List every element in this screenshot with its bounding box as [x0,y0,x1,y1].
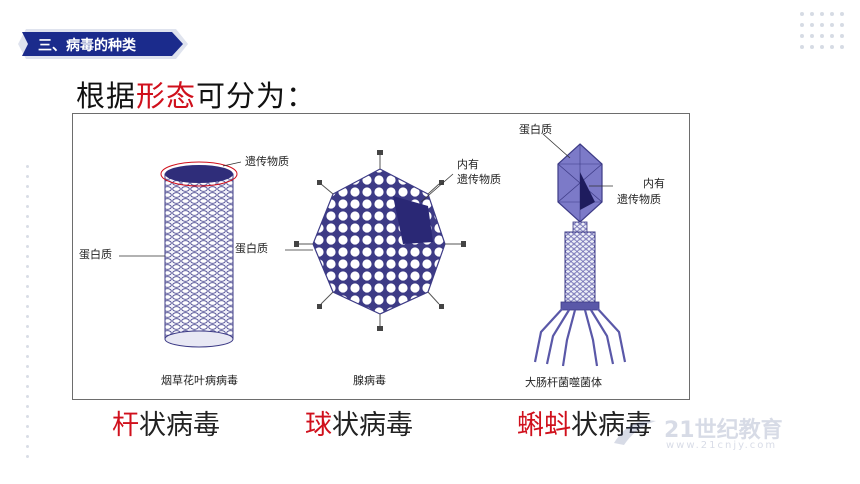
decorative-dot [26,255,29,258]
decorative-dot [800,23,804,27]
decorative-dot [26,305,29,308]
decorative-dot [820,23,824,27]
section-tag-label: 三、病毒的种类 [38,38,136,54]
tobacco-genetic-label: 遗传物质 [245,155,289,168]
adeno-caption: 腺病毒 [353,374,386,387]
decorative-dot [26,355,29,358]
phage-protein-label: 蛋白质 [519,123,552,136]
tobacco-mosaic-virus-drawing [119,161,242,348]
adeno-genetic-label-2: 遗传物质 [457,173,501,186]
decorative-dot [26,415,29,418]
decorative-dot [26,195,29,198]
decorative-dot [820,45,824,49]
decorative-dot [830,34,834,38]
decorative-dot [26,345,29,348]
decorative-dot [26,455,29,458]
phage-genetic-label-1: 内有 [643,177,665,190]
category-tadpole-rest: 状病毒 [571,410,652,441]
decorative-dot [26,315,29,318]
decorative-dot [26,325,29,328]
decorative-dot [26,185,29,188]
decorative-dot [800,12,804,16]
decorative-dot [26,225,29,228]
section-tag: 三、病毒的种类 [18,29,188,59]
decorative-dot [830,45,834,49]
virus-figure: 遗传物质 蛋白质 烟草花叶病病毒 内有 遗传物质 蛋白质 腺病毒 蛋白质 内有 … [72,113,690,400]
decorative-dot [840,12,844,16]
decorative-dot-grid [800,12,850,56]
watermark-text: 21世纪教育 [664,418,783,443]
decorative-dot [840,34,844,38]
decorative-dot [840,23,844,27]
decorative-dot [26,165,29,168]
decorative-dot [26,205,29,208]
page-heading: 根据形态可分为： [76,73,316,115]
decorative-dot [26,265,29,268]
decorative-dot [810,12,814,16]
watermark-logo: 21世纪教育 www.21cnjy.com [610,411,850,455]
category-tadpole-highlight: 蝌蚪 [517,410,571,441]
decorative-dot [26,385,29,388]
category-rod-rest: 状病毒 [139,410,220,441]
decorative-dot [26,435,29,438]
heading-prefix: 根据 [76,79,137,113]
decorative-dot [26,215,29,218]
decorative-dot [26,275,29,278]
category-spherical-highlight: 球 [305,410,332,441]
decorative-dot [810,23,814,27]
decorative-dot [26,405,29,408]
heading-highlight: 形态 [136,79,197,113]
decorative-dot [26,425,29,428]
decorative-dot [820,12,824,16]
category-rod-virus: 杆状病毒 [112,403,220,442]
decorative-dot [26,375,29,378]
decorative-dot [830,23,834,27]
decorative-dot [26,335,29,338]
decorative-dot [26,445,29,448]
decorative-dot [26,395,29,398]
decorative-dot [810,45,814,49]
decorative-dot [830,12,834,16]
decorative-dot [810,34,814,38]
decorative-dot [26,245,29,248]
category-spherical-virus: 球状病毒 [305,403,413,442]
tobacco-protein-label: 蛋白质 [79,248,112,261]
decorative-left-dots [26,165,30,458]
watermark-url: www.21cnjy.com [666,440,778,451]
decorative-dot [26,295,29,298]
decorative-dot [820,34,824,38]
decorative-dot [800,45,804,49]
adeno-protein-label: 蛋白质 [235,242,268,255]
heading-suffix: 可分为： [196,79,317,113]
category-tadpole-virus: 蝌蚪状病毒 [517,403,652,442]
adeno-genetic-label-1: 内有 [457,158,479,171]
decorative-dot [800,34,804,38]
phage-caption: 大肠杆菌噬菌体 [525,376,602,389]
phage-genetic-label-2: 遗传物质 [617,193,661,206]
decorative-dot [26,285,29,288]
adenovirus-drawing [285,150,466,331]
category-spherical-rest: 状病毒 [332,410,413,441]
decorative-dot [840,45,844,49]
tobacco-caption: 烟草花叶病病毒 [161,374,238,387]
decorative-dot [26,175,29,178]
virus-illustrations [119,133,627,367]
bacteriophage-drawing [533,133,627,367]
decorative-dot [26,365,29,368]
decorative-dot [26,235,29,238]
category-rod-highlight: 杆 [112,410,139,441]
watermark-swoosh-icon [614,420,656,445]
